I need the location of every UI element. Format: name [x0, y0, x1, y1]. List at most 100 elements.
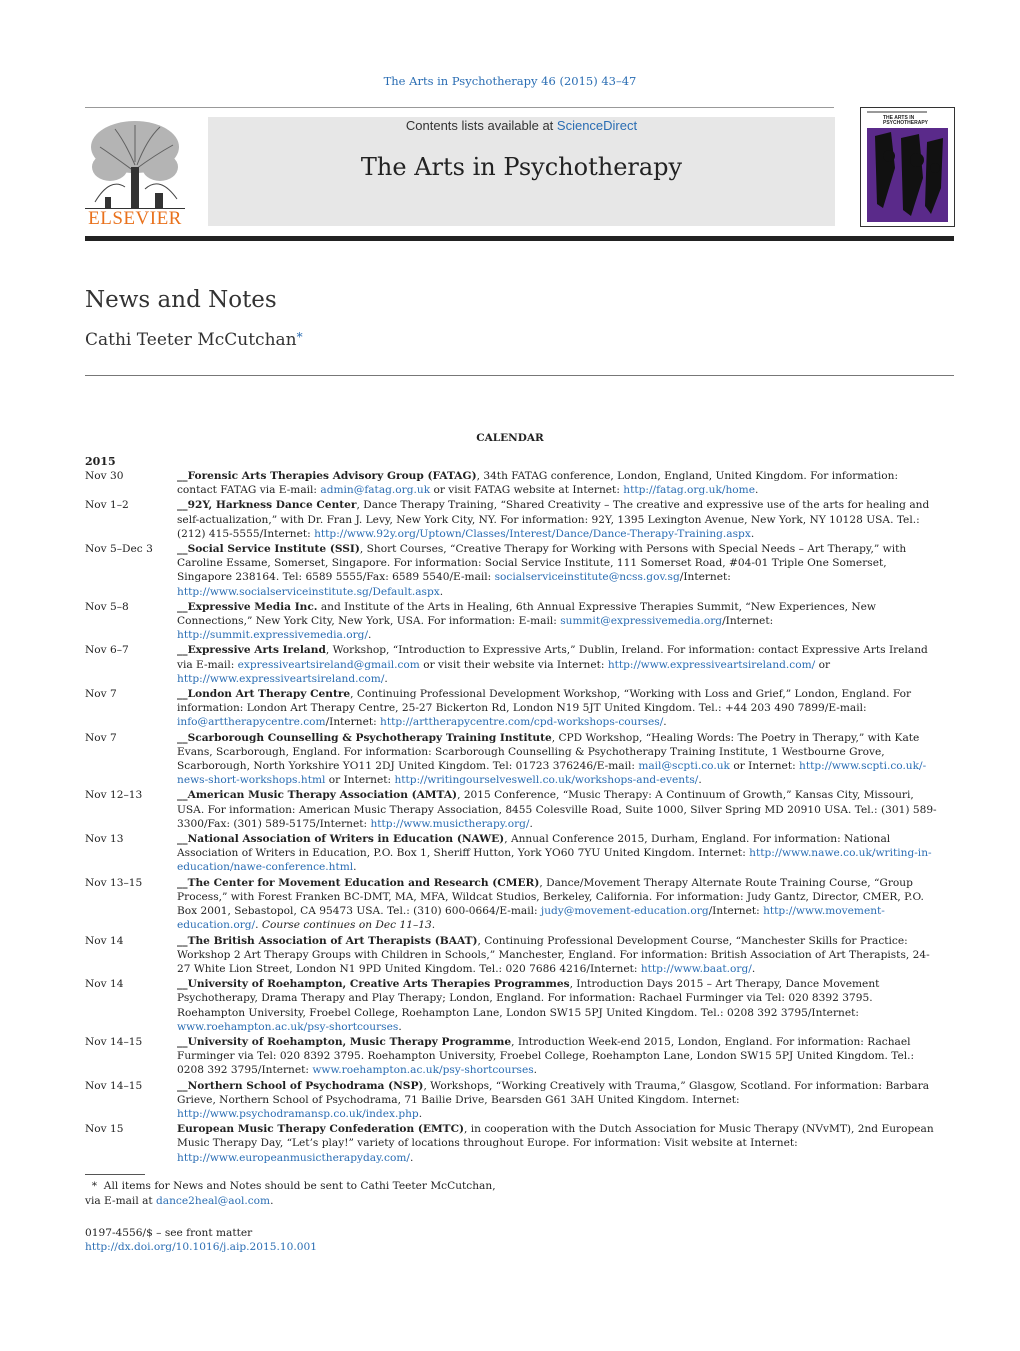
- event-date: Nov 15: [85, 1123, 124, 1136]
- event-dash: __: [177, 644, 188, 657]
- event-text: , Dance/Movement Therapy Alternate Route…: [177, 876, 924, 918]
- event-note: Course continues on Dec 11–13: [261, 919, 432, 932]
- calendar-event: Nov 7 __Scarborough Counselling & Psychot…: [85, 731, 939, 788]
- event-text: , Workshops, “Working Creatively with Tr…: [177, 1079, 930, 1106]
- event-link[interactable]: http://www.psychodramansp.co.uk/index.ph…: [177, 1107, 419, 1120]
- event-text: .: [663, 716, 667, 729]
- event-link[interactable]: http://www.musictherapy.org/: [370, 817, 530, 830]
- event-date: Nov 14–15: [85, 1079, 143, 1092]
- event-organization: Northern School of Psychodrama (NSP): [187, 1079, 424, 1092]
- event-link[interactable]: http://www.nawe.co.uk/writing-in-educati…: [177, 847, 932, 874]
- event-link[interactable]: http://www.expressiveartsireland.com/: [177, 672, 385, 685]
- calendar-event: Nov 6–7__Expressive Arts Ireland, Worksh…: [85, 643, 939, 686]
- journal-reference[interactable]: The Arts in Psychotherapy 46 (2015) 43–4…: [383, 74, 637, 88]
- event-link[interactable]: http://summit.expressivemedia.org/: [177, 629, 369, 642]
- event-description: __University of Roehampton, Creative Art…: [177, 977, 939, 1034]
- event-link[interactable]: http://www.europeanmusictherapyday.com/: [177, 1151, 410, 1164]
- event-text: .: [353, 861, 357, 874]
- event-link[interactable]: www.roehampton.ac.uk/psy-shortcourses: [312, 1064, 534, 1077]
- event-date: Nov 30: [85, 470, 124, 482]
- event-text: or visit their website via Internet:: [419, 658, 608, 671]
- calendar-year: 2015: [85, 455, 116, 468]
- event-organization: American Music Therapy Association (AMTA…: [187, 789, 458, 802]
- event-link[interactable]: summit@expressivemedia.org: [560, 615, 723, 628]
- journal-cover[interactable]: THE ARTS IN PSYCHOTHERAPY: [860, 107, 955, 227]
- event-text: .: [750, 527, 755, 540]
- journal-header-box: [208, 117, 835, 226]
- event-date: Nov 14–15: [85, 1035, 143, 1048]
- calendar-heading: CALENDAR: [476, 432, 544, 444]
- event-date: Nov 14: [85, 978, 124, 991]
- event-text: and Institute of the Arts in Healing, 6t…: [177, 600, 876, 628]
- event-dash: __: [177, 789, 188, 802]
- event-text: , Introduction Week-end 2015, London, En…: [177, 1035, 915, 1077]
- event-text: /Internet:: [708, 905, 764, 918]
- event-description: __Expressive Media Inc. and Institute of…: [177, 600, 939, 643]
- event-link[interactable]: http://arttherapycentre.com/cpd-workshop…: [380, 716, 664, 729]
- event-link[interactable]: http://www.92y.org/Uptown/Classes/Intere…: [314, 527, 751, 540]
- event-date: Nov 12–13: [85, 789, 143, 802]
- event-text: , Workshop, “Introduction to Expressive …: [177, 644, 928, 671]
- event-date: Nov 5–8: [85, 600, 129, 613]
- event-link[interactable]: http://www.movement-education.org/: [177, 905, 885, 932]
- event-description: __Northern School of Psychodrama (NSP), …: [177, 1079, 939, 1122]
- event-text: /Internet:: [325, 716, 381, 729]
- event-organization: European Music Therapy Confederation (EM…: [177, 1123, 465, 1136]
- sciencedirect-link[interactable]: ScienceDirect: [556, 118, 638, 133]
- calendar-event: Nov 13__National Association of Writers …: [85, 832, 939, 875]
- footnote-rule: [85, 1174, 145, 1175]
- event-dash: __: [177, 978, 188, 991]
- event-link[interactable]: http://www.socialserviceinstitute.sg/Def…: [177, 585, 440, 598]
- event-link[interactable]: mail@scpti.co.uk: [638, 760, 730, 773]
- event-description: __Forensic Arts Therapies Advisory Group…: [177, 469, 939, 497]
- event-text: , Dance Therapy Training, “Shared Creati…: [177, 499, 930, 540]
- event-link[interactable]: http://writingourselveswell.co.uk/worksh…: [394, 774, 699, 787]
- event-date: Nov 14: [85, 934, 124, 947]
- event-dash: __: [177, 731, 188, 744]
- event-description: __American Music Therapy Association (AM…: [177, 788, 939, 831]
- event-text: , Short Courses, “Creative Therapy for W…: [177, 543, 907, 584]
- event-link[interactable]: info@arttherapycentre.com: [177, 716, 326, 729]
- event-link[interactable]: www.roehampton.ac.uk/psy-shortcourses: [177, 1020, 399, 1033]
- event-link[interactable]: judy@movement-education.org: [540, 905, 709, 918]
- event-link[interactable]: socialserviceinstitute@ncss.gov.sg: [494, 571, 680, 584]
- calendar-event: Nov 7__London Art Therapy Centre, Contin…: [85, 687, 939, 730]
- event-description: __Social Service Institute (SSI), Short …: [177, 542, 939, 599]
- event-dash: __: [177, 934, 188, 947]
- author-footnote-mark[interactable]: *: [296, 330, 303, 344]
- event-link[interactable]: http://fatag.org.uk/home: [623, 484, 755, 497]
- author-line: Cathi Teeter McCutchan*: [85, 330, 303, 350]
- event-link[interactable]: http://www.scpti.co.uk/-news-short-works…: [177, 760, 927, 787]
- calendar-event: Nov 30 __Forensic Arts Therapies Advisory…: [85, 469, 939, 497]
- event-text: or Internet:: [325, 774, 395, 787]
- footnote-email-link[interactable]: dance2heal@aol.com: [156, 1195, 271, 1207]
- event-text: .: [368, 629, 372, 642]
- event-link[interactable]: admin@fatag.org.uk: [320, 484, 431, 497]
- event-dash: __: [177, 499, 188, 512]
- event-organization: Social Service Institute (SSI): [187, 543, 360, 556]
- event-organization: National Association of Writers in Educa…: [187, 833, 505, 846]
- elsevier-logo: ELSEVIER: [85, 117, 185, 229]
- event-text: , 34th FATAG conference, London, England…: [177, 470, 899, 497]
- footnote-end: .: [270, 1195, 274, 1207]
- event-organization: London Art Therapy Centre: [187, 688, 351, 701]
- event-description: __Expressive Arts Ireland, Workshop, “In…: [177, 643, 939, 686]
- event-organization: The Center for Movement Education and Re…: [187, 876, 540, 889]
- event-dash: __: [177, 470, 188, 482]
- event-date: Nov 7: [85, 731, 117, 744]
- event-dash: __: [177, 600, 188, 613]
- footnote: * All items for News and Notes should be…: [85, 1179, 510, 1209]
- event-organization: Expressive Arts Ireland: [187, 644, 326, 657]
- event-text: .: [439, 585, 444, 598]
- event-link[interactable]: expressiveartsireland@gmail.com: [237, 658, 420, 671]
- title-rule: [85, 375, 954, 376]
- calendar-event: Nov 14–15 __Northern School of Psychodram…: [85, 1079, 939, 1122]
- event-link[interactable]: http://www.baat.org/: [640, 962, 752, 975]
- event-text: or Internet:: [729, 760, 800, 773]
- footnote-mark: *: [91, 1180, 98, 1192]
- event-link[interactable]: http://www.expressiveartsireland.com/: [607, 658, 816, 671]
- doi-link[interactable]: http://dx.doi.org/10.1016/j.aip.2015.10.…: [85, 1241, 317, 1253]
- issn-line: 0197-4556/$ – see front matter: [85, 1227, 253, 1239]
- event-organization: Scarborough Counselling & Psychotherapy …: [187, 731, 552, 744]
- event-dash: __: [177, 833, 188, 846]
